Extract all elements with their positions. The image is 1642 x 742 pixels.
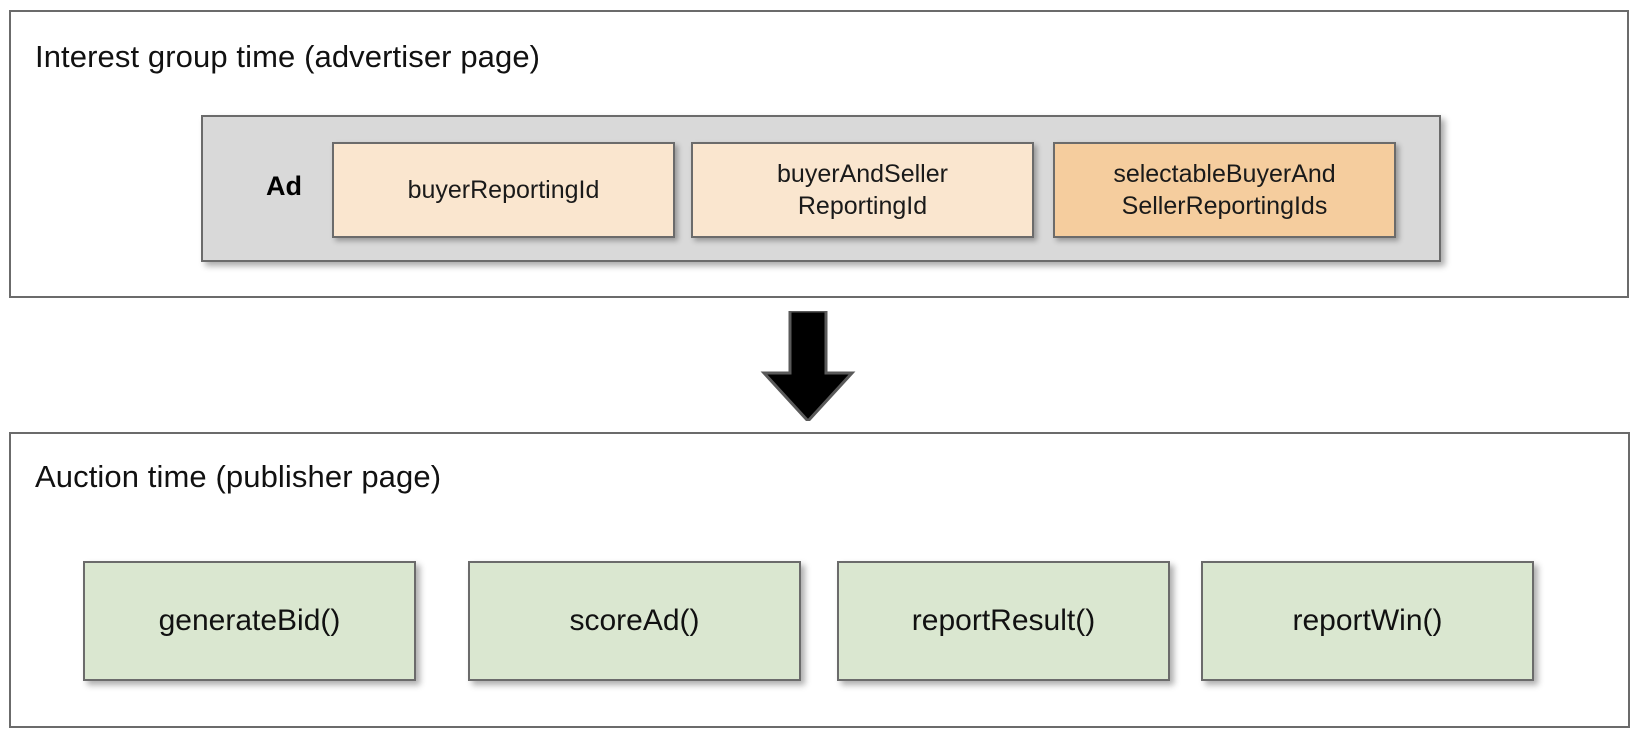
down-arrow-icon	[760, 311, 856, 421]
function-box-generate-bid: generateBid()	[83, 561, 416, 681]
ad-field-buyer-reporting-id: buyerReportingId	[332, 142, 675, 238]
function-box-score-ad: scoreAd()	[468, 561, 801, 681]
interest-group-time-title: Interest group time (advertiser page)	[35, 39, 541, 74]
function-box-report-win: reportWin()	[1201, 561, 1534, 681]
ad-label: Ad	[266, 171, 302, 201]
auction-time-panel: Auction time (publisher page) generateBi…	[9, 432, 1630, 728]
function-box-report-result: reportResult()	[837, 561, 1170, 681]
interest-group-time-panel: Interest group time (advertiser page) Ad…	[9, 10, 1629, 298]
auction-time-title: Auction time (publisher page)	[35, 459, 442, 494]
